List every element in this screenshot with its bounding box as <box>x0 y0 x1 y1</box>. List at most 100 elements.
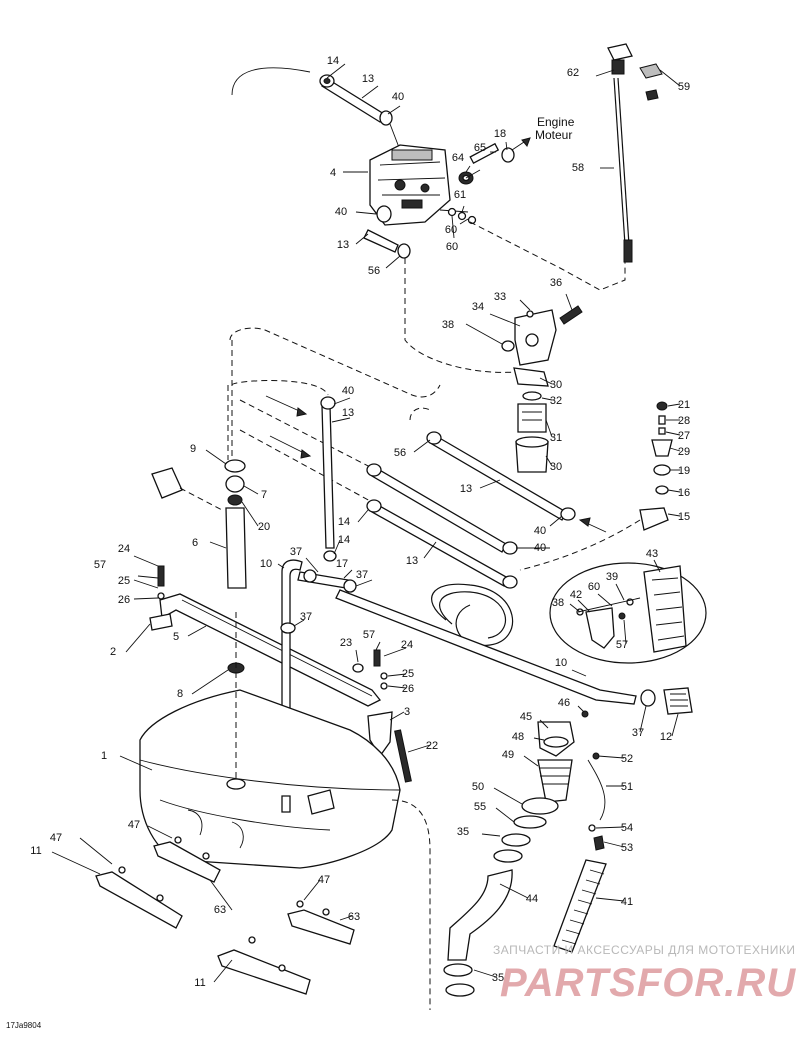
screw-46 <box>581 710 589 718</box>
callout-number: 39 <box>606 571 618 583</box>
leader-line <box>603 841 625 848</box>
leader-line <box>461 205 465 213</box>
gasket-48 <box>543 736 569 748</box>
leader-line <box>479 479 501 489</box>
callout-number: 7 <box>261 489 267 501</box>
leader-line <box>383 647 407 657</box>
filler-hose-44 <box>447 869 513 961</box>
cable-end-58 <box>623 239 633 263</box>
clamp-56-mid <box>426 431 442 445</box>
callout-number: 60 <box>588 581 600 593</box>
leader-line <box>305 557 319 573</box>
drawing-code: 17Ja9804 <box>6 1021 42 1030</box>
washer-60-a <box>447 207 457 217</box>
callout-number: 55 <box>474 801 486 813</box>
clamp-9 <box>224 459 246 473</box>
callout-number: 48 <box>512 731 524 743</box>
callout-number: 13 <box>460 483 472 495</box>
leader-line <box>125 623 151 653</box>
routing-line-n <box>391 799 431 1010</box>
callout-number: 29 <box>678 446 690 458</box>
callout-number: 53 <box>621 842 633 854</box>
bracket-5 <box>159 593 382 707</box>
carburetor-4 <box>369 144 469 226</box>
callout-number: 33 <box>494 291 506 303</box>
leader-line <box>331 417 351 423</box>
routing-line-i <box>409 407 431 421</box>
clamp-37-tee-b <box>343 579 357 593</box>
clamp-40-c <box>502 575 518 589</box>
screw-28 <box>658 415 666 425</box>
leader-line <box>241 501 259 527</box>
clamp-14-b <box>366 499 382 513</box>
washer-26-left <box>157 592 165 600</box>
leader-line <box>133 555 159 567</box>
leader-line <box>667 489 681 493</box>
leader-line <box>133 579 159 589</box>
filter-31 <box>517 403 547 433</box>
leader-line <box>137 575 159 579</box>
callout-number: 62 <box>567 67 579 79</box>
leader-line <box>277 563 285 569</box>
callout-number: 51 <box>621 781 633 793</box>
fuel-pump-30 <box>513 367 549 387</box>
leader-line <box>459 218 469 225</box>
strap-11-bottom <box>217 936 311 995</box>
leader-line <box>293 619 305 627</box>
detail-circle <box>549 562 707 664</box>
nut-27 <box>658 427 666 435</box>
gasket-50 <box>521 797 559 815</box>
callout-number: 24 <box>118 543 130 555</box>
leader-line <box>343 569 353 579</box>
callout-number: 26 <box>402 683 414 695</box>
callout-number: 30 <box>550 461 562 473</box>
leader-line <box>375 641 381 651</box>
sensor-left <box>151 467 183 499</box>
leader-line <box>533 737 545 741</box>
callout-number: 32 <box>550 395 562 407</box>
plate-2 <box>149 613 173 631</box>
ring-55 <box>513 815 547 829</box>
leader-line <box>653 559 661 573</box>
callout-number: 25 <box>118 575 130 587</box>
callout-number: 54 <box>621 822 633 834</box>
callout-number: 36 <box>550 277 562 289</box>
callout-number: 14 <box>327 55 339 67</box>
leader-line <box>385 255 401 269</box>
callout-number: 63 <box>348 911 360 923</box>
routing-line-f <box>239 399 373 469</box>
callout-number: 15 <box>678 511 690 523</box>
screw-36 <box>559 305 583 325</box>
clamp-35-bottom-b <box>445 983 475 997</box>
leader-line <box>489 313 521 327</box>
callout-number: 44 <box>526 893 538 905</box>
leader-line <box>615 583 625 601</box>
leader-line <box>639 705 647 733</box>
callout-number: 49 <box>502 749 514 761</box>
routing-line-j <box>519 519 641 571</box>
hose-10-loop-inner <box>439 591 506 639</box>
leader-line <box>191 669 229 695</box>
callout-number: 45 <box>520 711 532 723</box>
callout-number: 52 <box>621 753 633 765</box>
washer-26-right <box>380 682 388 690</box>
callout-number: 25 <box>402 668 414 680</box>
leader-line <box>387 673 407 677</box>
fitting-65 <box>469 142 500 164</box>
leader-line <box>499 883 529 899</box>
leader-line <box>667 403 681 407</box>
leader-line <box>659 69 681 87</box>
routing-line-b <box>404 258 516 373</box>
detail-washer-57 <box>618 612 626 620</box>
leader-line <box>209 879 233 911</box>
callout-number: 5 <box>173 631 179 643</box>
callout-number: 46 <box>558 697 570 709</box>
bracket-34 <box>514 309 557 366</box>
callout-number: 63 <box>214 904 226 916</box>
flow-arrow-a-head <box>296 407 308 417</box>
bowl-30-top <box>515 436 549 448</box>
bolt-24-right <box>373 649 381 667</box>
leader-line <box>355 211 377 215</box>
